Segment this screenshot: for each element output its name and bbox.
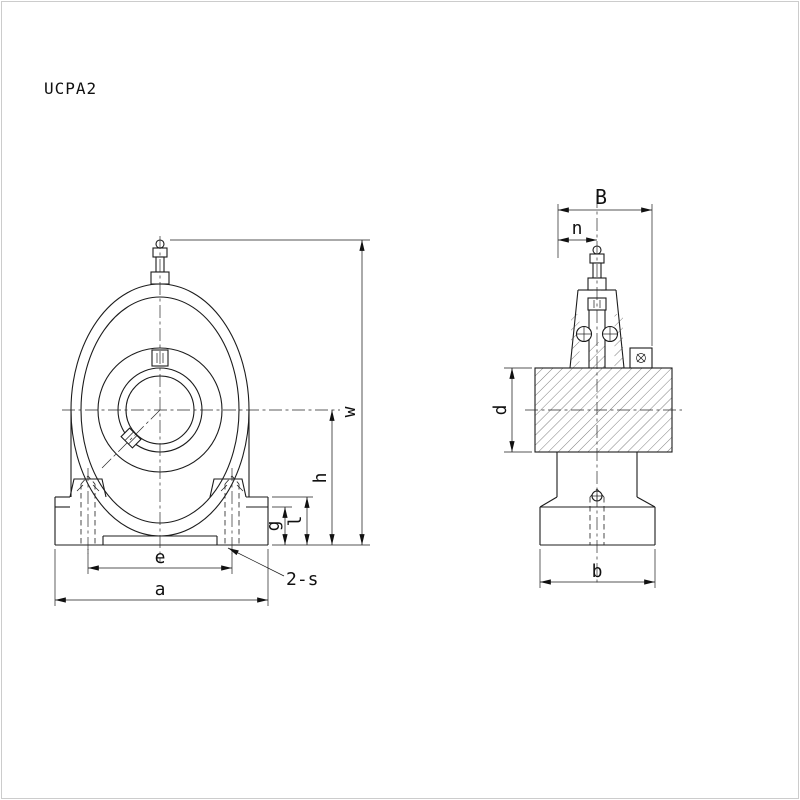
- dim-l: l: [272, 496, 313, 545]
- drawing-title: UCPA2: [44, 79, 97, 98]
- tapped-hole-right: [220, 468, 244, 554]
- ball-left: [575, 325, 593, 343]
- dim-n: n: [558, 218, 597, 243]
- dim-a: a: [54, 549, 269, 606]
- dim-label-l: l: [285, 516, 306, 527]
- dim-h: h: [310, 410, 335, 545]
- bearing-cartridge: [569, 289, 653, 369]
- dim-g: g: [263, 506, 292, 545]
- dim-label-h: h: [310, 473, 331, 484]
- front-view: e a 2-s w h l: [54, 236, 370, 606]
- locking-collar: [629, 347, 653, 369]
- dim-label-a: a: [155, 579, 166, 600]
- dim-label-2s: 2-s: [286, 569, 319, 590]
- callout-tapped-holes: 2-s: [227, 547, 319, 590]
- set-screw-angled: [120, 427, 142, 449]
- ball-right: [601, 325, 619, 343]
- dim-e: e: [87, 547, 233, 574]
- base: [54, 496, 269, 546]
- dim-label-B: B: [595, 185, 607, 209]
- dim-B: B: [557, 185, 653, 346]
- centerlines-front: [62, 236, 340, 562]
- dim-label-d: d: [490, 405, 511, 416]
- dim-label-e: e: [155, 547, 166, 568]
- pedestal-base: [539, 452, 656, 546]
- dim-label-g: g: [263, 521, 284, 532]
- centerlines-side: [525, 195, 682, 585]
- dim-b: b: [539, 549, 656, 588]
- dim-d: d: [490, 367, 532, 453]
- tapped-hole-left: [76, 468, 100, 554]
- dim-label-b: b: [592, 561, 603, 582]
- dim-label-n: n: [572, 218, 583, 239]
- foot-boss-right: [209, 478, 247, 498]
- dim-label-w: w: [339, 406, 360, 417]
- dim-w: w: [170, 239, 370, 546]
- side-view: B n d b: [490, 185, 682, 588]
